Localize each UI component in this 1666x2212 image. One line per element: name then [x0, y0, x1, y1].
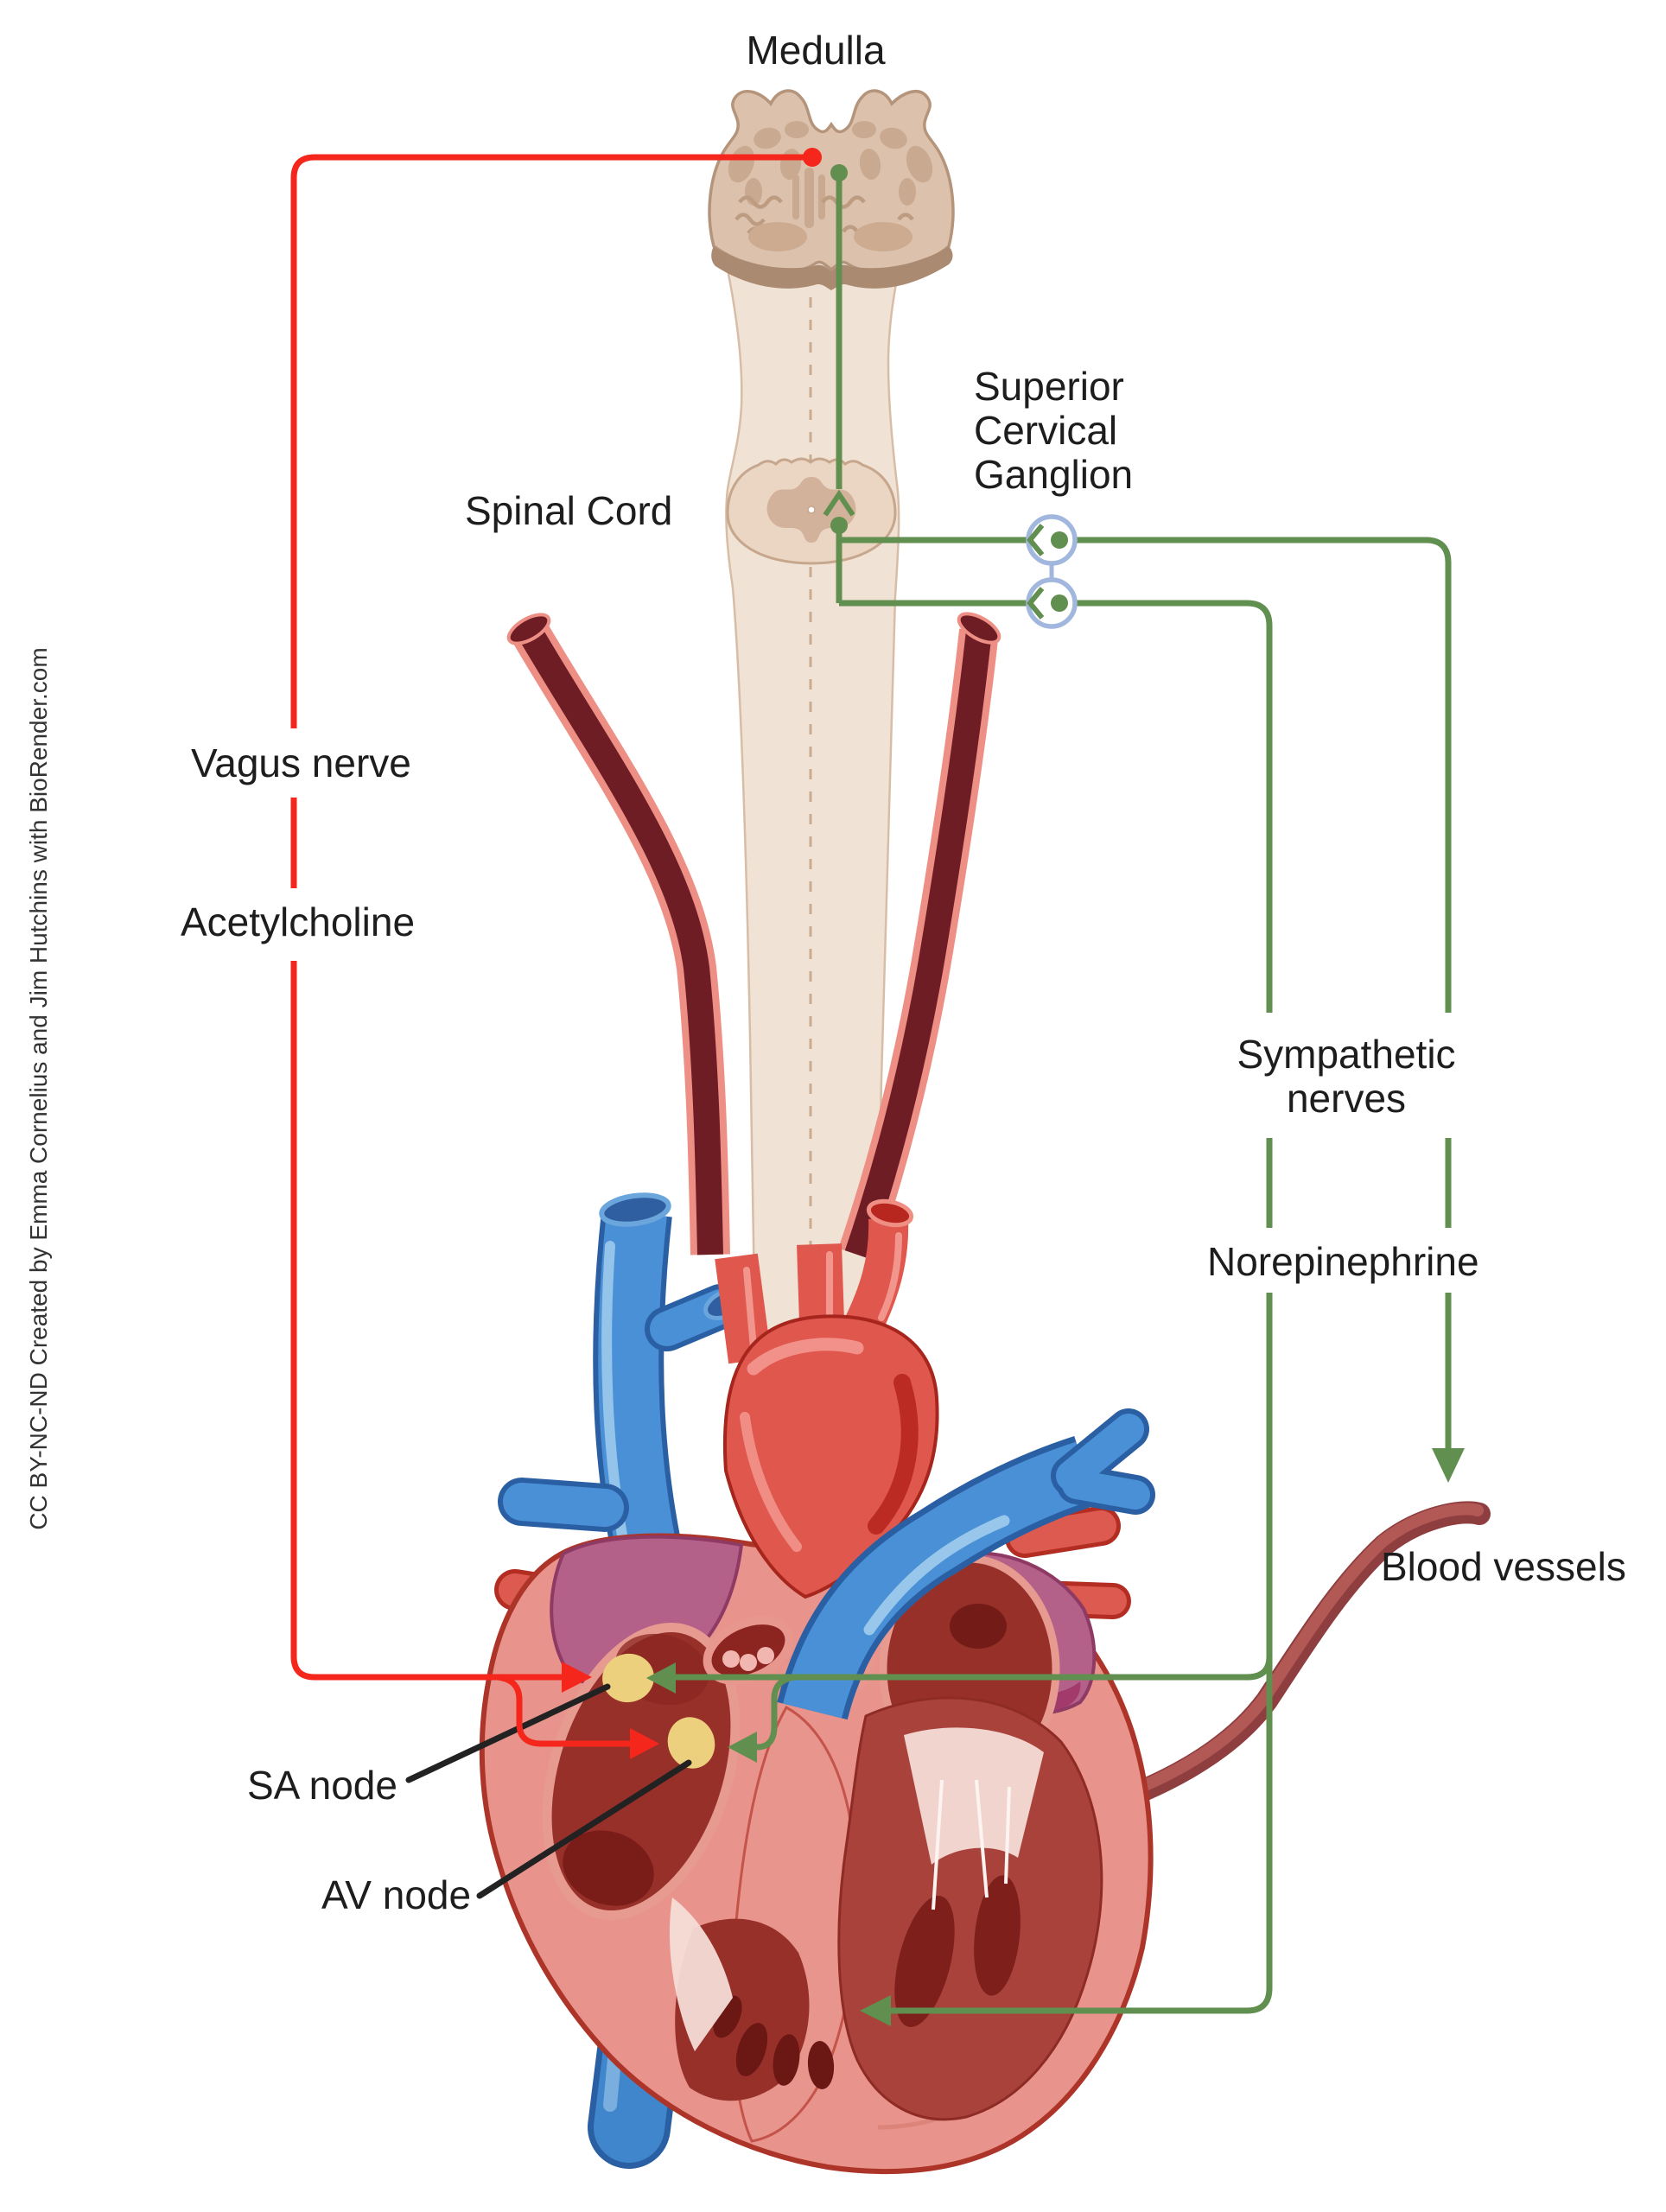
label-vagus-nerve: Vagus nerve [191, 741, 411, 785]
label-av-node: AV node [321, 1872, 472, 1917]
red-arrowhead-av-node [630, 1728, 659, 1759]
ganglion-neuron-dot-1 [1051, 531, 1068, 549]
label-superior-cervical-ganglion: Superior Cervical Ganglion [974, 365, 1133, 497]
red-arrowhead-sa-node [562, 1662, 592, 1693]
spinal-synapse-dot [830, 517, 848, 534]
medulla-green-origin-dot [830, 164, 848, 181]
label-norepinephrine: Norepinephrine [1207, 1239, 1479, 1284]
sa-node-marker [602, 1653, 654, 1703]
label-sa-node: SA node [247, 1763, 397, 1808]
label-medulla: Medulla [746, 28, 886, 73]
label-sympathetic-line1: Sympathetic [1237, 1032, 1456, 1077]
label-sympathetic-line2: nerves [1286, 1076, 1407, 1121]
node-pointer-lines [405, 1683, 692, 1899]
medulla-red-origin-dot [803, 148, 822, 167]
medulla-bottom-band [711, 246, 953, 290]
green-arrowhead-av-node [728, 1732, 757, 1763]
aorta [715, 1198, 939, 1599]
green-arrowhead-sa-node [646, 1662, 676, 1694]
sa-node-pointer [405, 1683, 611, 1783]
av-node-marker [667, 1717, 715, 1769]
label-spinal-cord: Spinal Cord [465, 488, 673, 533]
superior-cervical-ganglion-symbols [1026, 514, 1078, 629]
vagus-nerve-pathway [290, 154, 812, 1747]
av-node-pointer [476, 1759, 692, 1899]
heart-chambers [542, 1535, 1103, 2143]
label-acetylcholine: Acetylcholine [181, 899, 416, 944]
pulmonary-artery [777, 1408, 1155, 1720]
label-scg-line3: Ganglion [974, 452, 1134, 497]
spinal-cord-cross-section [726, 457, 897, 565]
medulla-nuclei [728, 121, 933, 228]
label-scg-line2: Cervical [974, 408, 1118, 453]
blood-vessel-curve [1069, 1501, 1491, 1824]
tricuspid-chordae [669, 1897, 733, 2051]
attribution-credit: CC BY-NC-ND Created by Emma Cornelius an… [25, 647, 52, 1530]
label-scg-line1: Superior [974, 364, 1124, 409]
green-arrowhead-blood-vessels [1432, 1448, 1465, 1483]
sympathetic-pathway [676, 175, 1452, 2014]
ganglion-neuron-dot-2 [1051, 594, 1068, 612]
medulla-illustration [708, 89, 955, 290]
label-sympathetic-nerves: Sympathetic nerves [1237, 1033, 1455, 1121]
label-blood-vessels: Blood vessels [1381, 1544, 1626, 1589]
green-arrowhead-ventricle [860, 1995, 891, 2026]
carotid-vessels [506, 612, 1002, 1262]
